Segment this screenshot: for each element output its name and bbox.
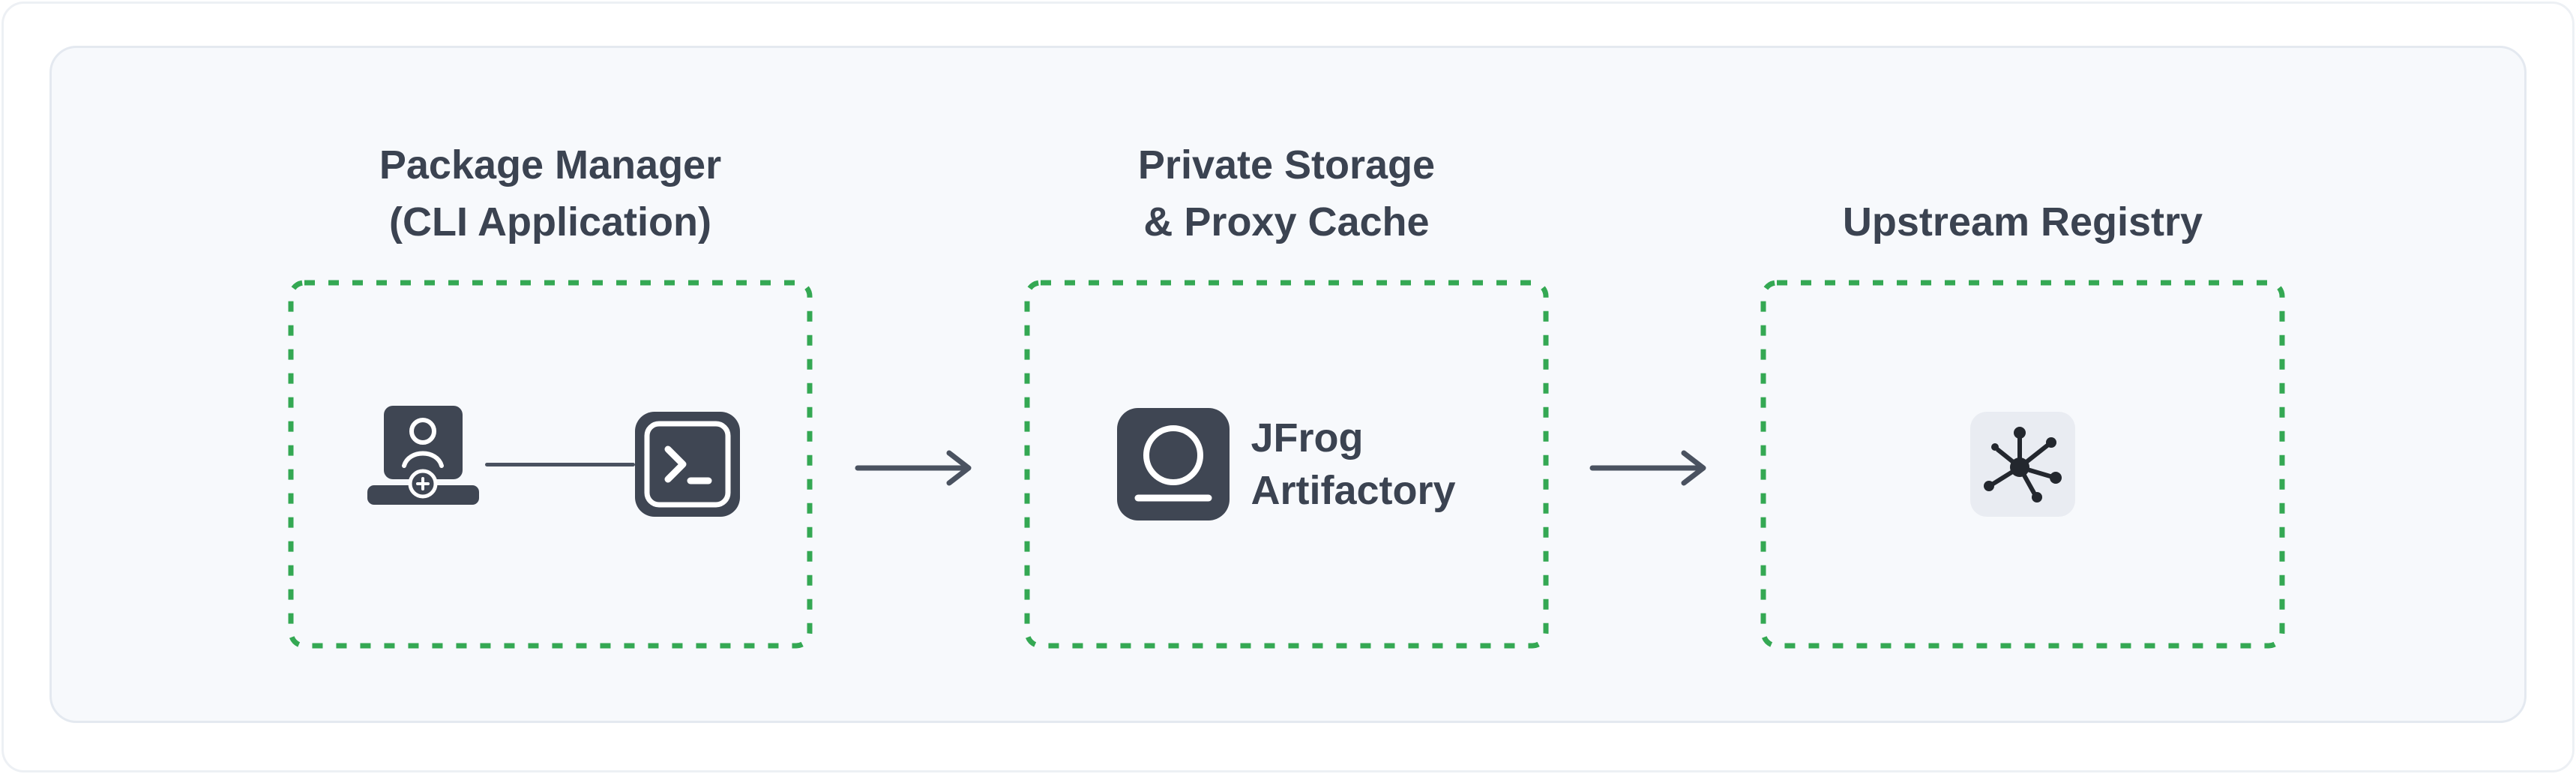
title-line: & Proxy Cache: [1143, 200, 1430, 244]
jfrog-artifactory-label: JFrog Artifactory: [1251, 412, 1455, 517]
title-private-storage: Private Storage & Proxy Cache: [1024, 104, 1549, 250]
jfrog-label-line: Artifactory: [1251, 468, 1456, 513]
terminal-icon: [634, 412, 740, 517]
title-line: Upstream Registry: [1842, 200, 2203, 244]
diagram-card: [49, 46, 2527, 723]
arrow-package-manager-to-artifactory: [855, 450, 972, 486]
laptop-terminal-connector: [484, 462, 635, 466]
network-hub-icon: [1970, 412, 2075, 517]
user-laptop-icon: [367, 406, 479, 505]
upstream-registry-content: [1760, 280, 2285, 649]
dashed-box-artifactory: [1024, 280, 1549, 649]
arrow-artifactory-to-upstream: [1589, 450, 1706, 486]
jfrog-group: JFrog Artifactory: [1117, 408, 1456, 520]
title-line: Package Manager: [379, 142, 722, 188]
package-manager-content: [288, 280, 813, 649]
title-upstream-registry: Upstream Registry: [1760, 104, 2285, 250]
title-package-manager: Package Manager (CLI Application): [288, 104, 813, 250]
title-line: Private Storage: [1137, 142, 1436, 188]
title-line: (CLI Application): [389, 200, 711, 244]
jfrog-label-line: JFrog: [1251, 416, 1364, 460]
dashed-box-package-manager: [288, 280, 813, 649]
artifactory-content: JFrog Artifactory: [1024, 280, 1549, 649]
jfrog-icon: [1117, 408, 1230, 520]
dashed-box-upstream-registry: [1760, 280, 2285, 649]
